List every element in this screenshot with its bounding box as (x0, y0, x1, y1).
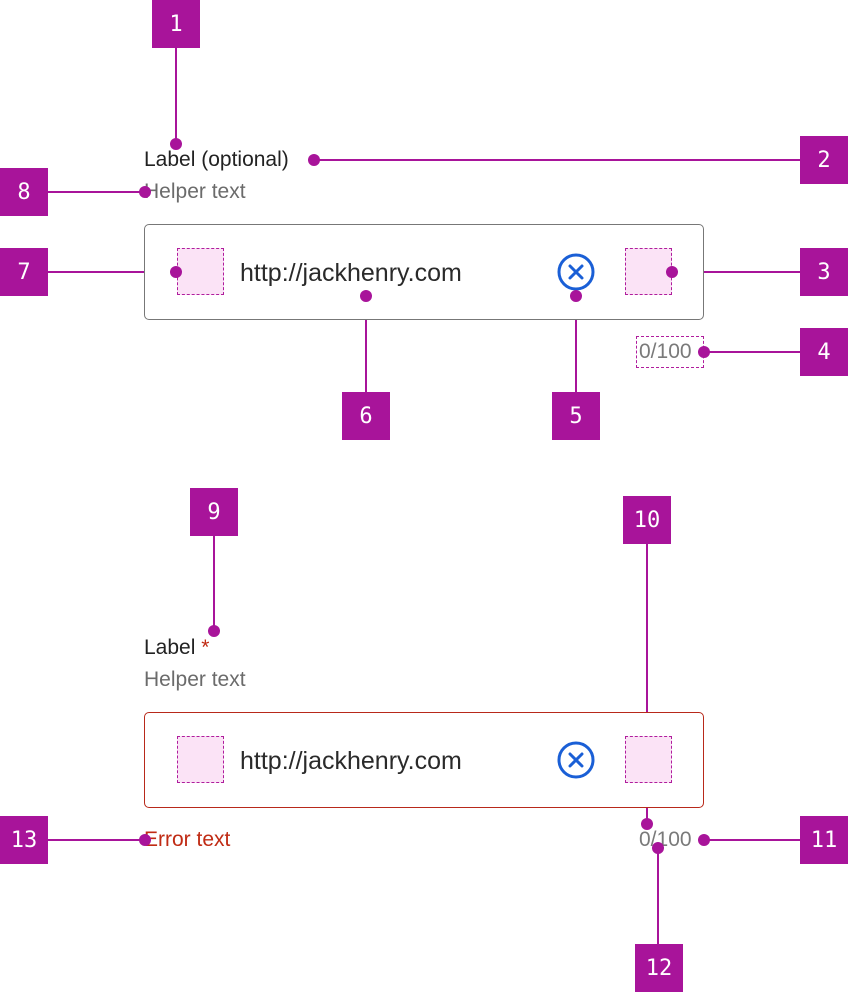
callout-badge-7: 7 (0, 248, 48, 296)
required-asterisk: * (201, 636, 210, 659)
helper-text: Helper text (144, 668, 246, 691)
callout-badge-1: 1 (152, 0, 200, 48)
callout-badge-9: 9 (190, 488, 238, 536)
callout-badge-13: 13 (0, 816, 48, 864)
callout-badge-5: 5 (552, 392, 600, 440)
field-label: Label * (144, 635, 209, 661)
callout-badge-11: 11 (800, 816, 848, 864)
leading-icon-slot (177, 736, 224, 783)
clear-icon[interactable] (557, 741, 595, 779)
error-text: Error text (144, 828, 231, 851)
character-counter: 0/100 (639, 828, 692, 851)
text-input-field[interactable] (144, 224, 704, 320)
field-label: Label (optional) (144, 148, 289, 171)
callout-badge-3: 3 (800, 248, 848, 296)
clear-icon[interactable] (557, 253, 595, 291)
callout-badge-12: 12 (635, 944, 683, 992)
helper-text: Helper text (144, 180, 246, 203)
callout-badge-8: 8 (0, 168, 48, 216)
callout-badge-10: 10 (623, 496, 671, 544)
field-label-text: Label (144, 636, 196, 659)
callout-badge-2: 2 (800, 136, 848, 184)
input-value[interactable]: http://jackhenry.com (240, 747, 462, 775)
callout-badge-4: 4 (800, 328, 848, 376)
callout-badge-6: 6 (342, 392, 390, 440)
text-input-field-error[interactable] (144, 712, 704, 808)
trailing-icon-slot (625, 736, 672, 783)
character-counter: 0/100 (639, 340, 692, 363)
input-value[interactable]: http://jackhenry.com (240, 259, 462, 287)
